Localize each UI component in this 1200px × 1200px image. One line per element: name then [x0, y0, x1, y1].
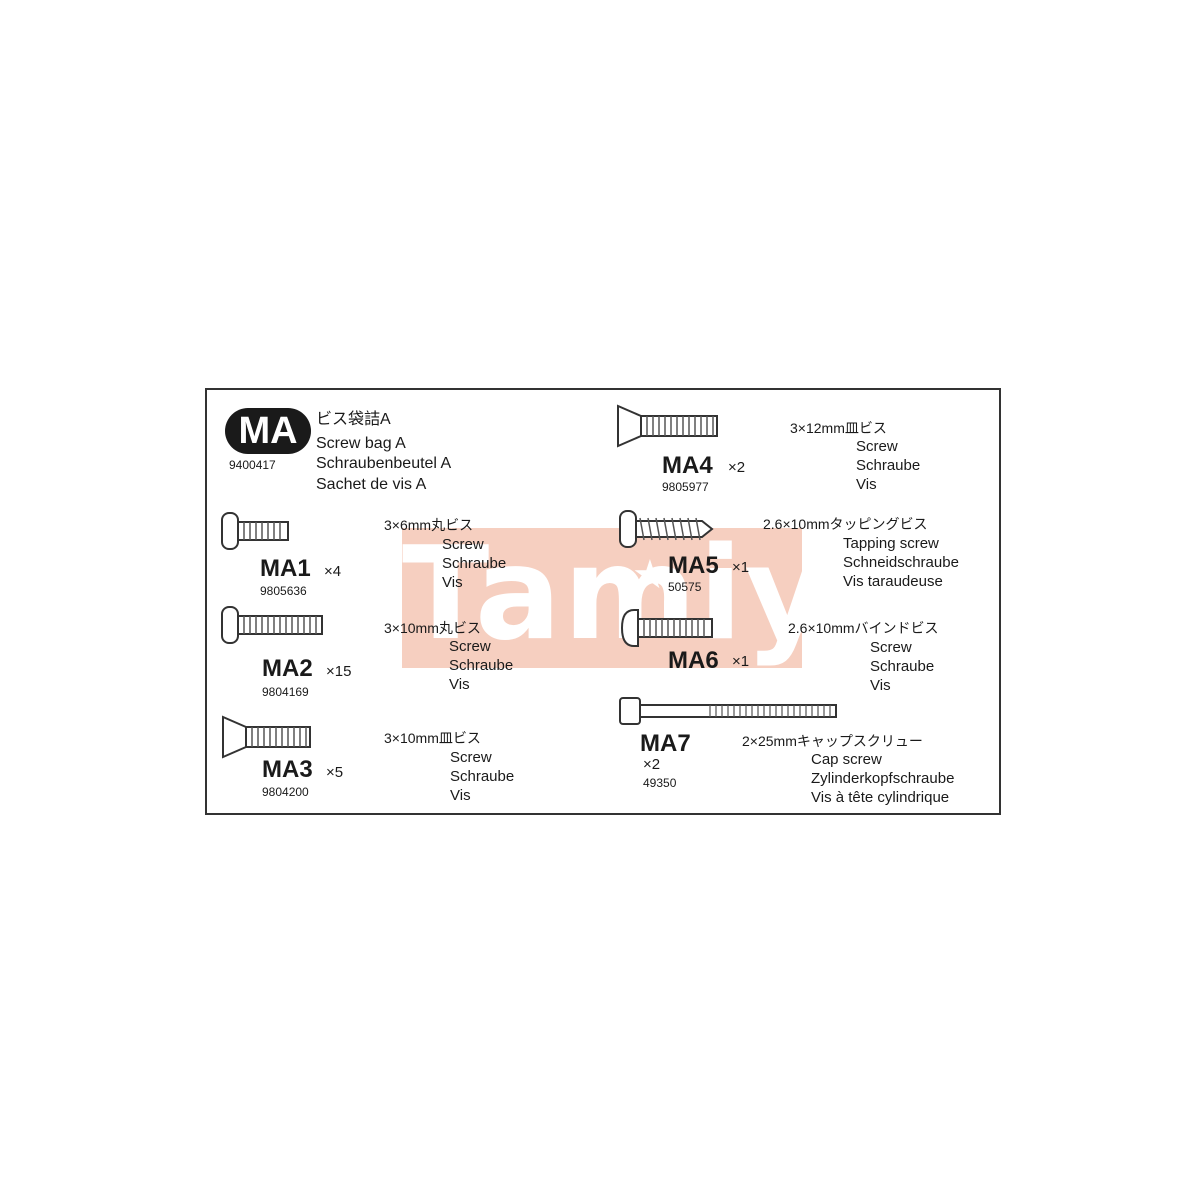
part-code: 50575 — [668, 580, 702, 594]
part-size: 2.6×10mmタッピングビス — [763, 516, 928, 532]
part-qty: ×2 — [728, 459, 746, 476]
part-code: 9804200 — [262, 785, 309, 799]
part-size: 2.6×10mmバインドビス — [788, 620, 939, 636]
part-qty: ×4 — [324, 563, 342, 580]
pan-head-screw-icon — [221, 512, 289, 550]
part-size: 2×25mmキャップスクリュー — [742, 733, 923, 749]
part-code: 9805977 — [662, 480, 709, 494]
bag-name-fr: Sachet de vis A — [316, 476, 427, 493]
part-id: MA3 — [262, 756, 313, 783]
countersunk-screw-icon — [222, 715, 311, 759]
binding-screw-icon — [620, 609, 713, 647]
cap-screw-icon — [619, 697, 837, 725]
part-size: 3×12mm皿ビス — [790, 420, 887, 436]
countersunk-screw-icon — [617, 404, 718, 448]
part-qty: ×2 — [643, 756, 661, 773]
part-code: 49350 — [643, 776, 677, 790]
part-id: MA2 — [262, 655, 313, 682]
part-qty: ×5 — [326, 764, 344, 781]
pan-head-screw-icon — [221, 606, 323, 644]
part-id: MA5 — [668, 552, 719, 579]
bag-name-de: Schraubenbeutel A — [316, 455, 452, 472]
part-qty: ×15 — [326, 663, 352, 680]
part-qty: ×1 — [732, 559, 750, 576]
part-id: MA1 — [260, 555, 311, 582]
part-code: 9804169 — [262, 685, 309, 699]
parts-sheet-frame — [205, 388, 1001, 815]
bag-badge: MA — [225, 408, 311, 454]
part-id: MA6 — [668, 647, 719, 674]
part-id: MA7 — [640, 730, 691, 757]
star-icon: ★ — [632, 553, 668, 597]
tapping-screw-icon — [619, 510, 714, 548]
part-id: MA4 — [662, 452, 713, 479]
bag-code: 9400417 — [229, 458, 276, 472]
part-size: 3×6mm丸ビス — [384, 517, 474, 533]
part-size: 3×10mm皿ビス — [384, 730, 481, 746]
part-qty: ×1 — [732, 653, 750, 670]
part-size: 3×10mm丸ビス — [384, 620, 481, 636]
bag-name-en: Screw bag A — [316, 435, 406, 452]
bag-name-jp: ビス袋詰A — [316, 411, 391, 428]
part-code: 9805636 — [260, 584, 307, 598]
